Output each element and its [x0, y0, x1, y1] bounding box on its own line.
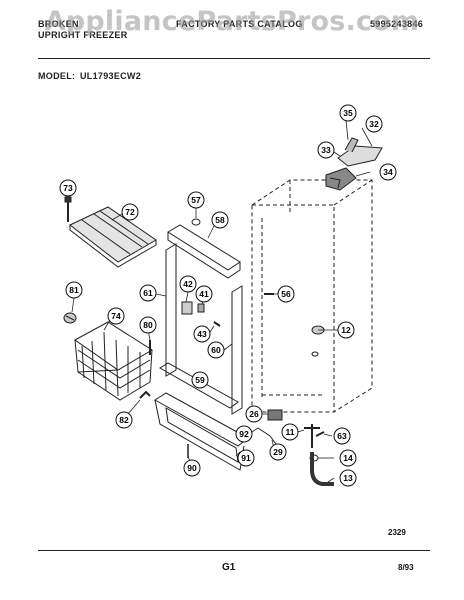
svg-text:58: 58 — [215, 215, 225, 225]
callout-57: 57 — [187, 191, 205, 209]
callout-12: 12 — [337, 321, 355, 339]
figure-code: 2329 — [388, 528, 406, 537]
callout-63: 63 — [333, 427, 351, 445]
svg-text:26: 26 — [249, 409, 259, 419]
svg-text:82: 82 — [119, 415, 129, 425]
svg-text:11: 11 — [286, 427, 295, 437]
callout-91: 91 — [237, 449, 255, 467]
page-number: G1 — [222, 562, 236, 573]
svg-text:57: 57 — [191, 195, 201, 205]
shelf-screw — [64, 196, 72, 222]
revision-date: 8/93 — [398, 563, 414, 572]
svg-text:90: 90 — [187, 463, 197, 473]
brand-line-1: BROKEN — [38, 19, 79, 29]
model-label: MODEL: — [38, 71, 76, 81]
callout-73: 73 — [59, 179, 77, 197]
callout-32: 32 — [365, 115, 383, 133]
door-right-rail — [231, 285, 243, 415]
svg-text:72: 72 — [125, 207, 135, 217]
callout-43: 43 — [193, 325, 211, 343]
svg-text:61: 61 — [143, 288, 153, 298]
catalog-title: FACTORY PARTS CATALOG — [176, 19, 303, 29]
catalog-part-number: 5995243846 — [370, 19, 424, 29]
callout-leaders — [67, 119, 373, 483]
basket-clip — [139, 390, 151, 399]
top-hinge-assembly — [325, 137, 383, 191]
svg-text:43: 43 — [197, 329, 207, 339]
model-number: UL1793ECW2 — [80, 71, 142, 81]
svg-text:34: 34 — [383, 167, 393, 177]
svg-text:35: 35 — [343, 108, 353, 118]
footer-rule — [38, 550, 430, 551]
callout-90: 90 — [183, 459, 201, 477]
door-bottom-rail — [159, 362, 239, 409]
leveler-foot — [311, 351, 319, 357]
callouts: 73 72 81 74 80 82 57 58 61 42 41 43 60 5… — [59, 104, 397, 487]
watermark: AppliancePartsPros.com — [44, 6, 420, 37]
svg-text:63: 63 — [337, 431, 347, 441]
callout-14: 14 — [339, 449, 357, 467]
callout-34: 34 — [379, 163, 397, 181]
callout-42: 42 — [179, 275, 197, 293]
callout-74: 74 — [107, 307, 125, 325]
svg-text:81: 81 — [69, 285, 79, 295]
svg-text:80: 80 — [143, 320, 153, 330]
callout-29: 29 — [269, 443, 287, 461]
callout-81: 81 — [65, 281, 83, 299]
svg-text:74: 74 — [111, 311, 121, 321]
drain-fitting — [304, 424, 320, 448]
header-rule — [38, 58, 430, 59]
callout-13: 13 — [339, 469, 357, 487]
svg-text:59: 59 — [195, 375, 205, 385]
door-switch — [181, 301, 193, 315]
drain-wire — [257, 427, 277, 445]
drain-valve — [267, 409, 283, 421]
svg-text:92: 92 — [239, 429, 249, 439]
svg-text:29: 29 — [273, 447, 283, 457]
callout-11: 11 — [281, 423, 299, 441]
callout-56: 56 — [277, 285, 295, 303]
callout-59: 59 — [191, 371, 209, 389]
hinge-nut — [191, 218, 201, 226]
svg-text:41: 41 — [199, 289, 209, 299]
wire-basket — [74, 321, 153, 401]
svg-text:12: 12 — [341, 325, 351, 335]
svg-text:32: 32 — [369, 119, 379, 129]
door-left-rail — [165, 243, 177, 377]
wire-shelf — [69, 206, 157, 268]
callout-92: 92 — [235, 425, 253, 443]
cabinet-outline — [251, 179, 373, 413]
svg-text:73: 73 — [63, 183, 73, 193]
small-screw — [213, 321, 221, 327]
callout-35: 35 — [339, 104, 357, 122]
svg-text:33: 33 — [321, 145, 331, 155]
callout-33: 33 — [317, 141, 335, 159]
svg-text:13: 13 — [343, 473, 353, 483]
svg-text:91: 91 — [241, 453, 251, 463]
callout-26: 26 — [245, 405, 263, 423]
callout-80: 80 — [139, 316, 157, 334]
callout-41: 41 — [195, 285, 213, 303]
callout-58: 58 — [211, 211, 229, 229]
svg-text:42: 42 — [183, 279, 193, 289]
callout-61: 61 — [139, 284, 157, 302]
callout-82: 82 — [115, 411, 133, 429]
brand-line-2: UPRIGHT FREEZER — [38, 30, 128, 40]
door-top-frame — [167, 224, 241, 279]
svg-text:14: 14 — [343, 453, 353, 463]
drain-hose — [310, 452, 334, 486]
svg-text:60: 60 — [211, 345, 221, 355]
callout-72: 72 — [121, 203, 139, 221]
drain-cap — [315, 431, 325, 437]
switch-cover — [197, 303, 205, 313]
basket-bracket — [63, 312, 77, 324]
callout-60: 60 — [207, 341, 225, 359]
svg-text:56: 56 — [281, 289, 291, 299]
